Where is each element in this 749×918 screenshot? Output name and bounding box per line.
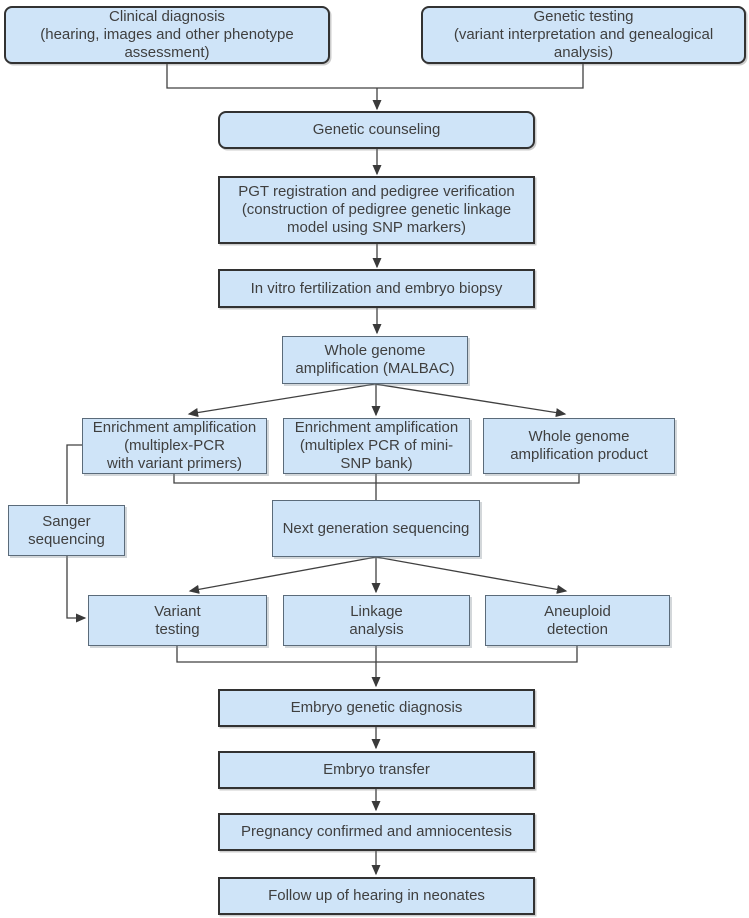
edge-row3-merge	[173, 474, 580, 484]
node-enrichment-variant-primers: Enrichment amplification (multiplex-PCR …	[82, 418, 267, 474]
node-ivf-biopsy: In vitro fertilization and embryo biopsy	[218, 269, 535, 308]
node-pregnancy-amniocentesis-label: Pregnancy confirmed and amniocentesis	[241, 823, 512, 840]
node-clinical-diagnosis: Clinical diagnosis (hearing, images and …	[4, 6, 330, 64]
node-ngs-label: Next generation sequencing	[282, 519, 470, 537]
edge-ngs-left	[188, 556, 377, 594]
node-genetic-testing: Genetic testing (variant interpretation …	[421, 6, 746, 64]
node-wga-malbac: Whole genome amplification (MALBAC)	[282, 336, 468, 384]
node-linkage-analysis: Linkage analysis	[283, 595, 470, 646]
node-genetic-testing-label: Genetic testing (variant interpretation …	[453, 8, 714, 61]
node-pregnancy-amniocentesis: Pregnancy confirmed and amniocentesis	[218, 813, 535, 851]
node-wga-product: Whole genome amplification product	[483, 418, 675, 474]
node-aneuploid-detection-label: Aneuploid detection	[544, 602, 611, 638]
edge-ngs-right	[375, 556, 568, 594]
node-variant-testing: Variant testing	[88, 595, 267, 646]
node-sanger-sequencing-label: Sanger sequencing	[28, 512, 105, 548]
node-pgt-registration-label: PGT registration and pedigree verificati…	[238, 183, 515, 236]
node-embryo-transfer-label: Embryo transfer	[323, 761, 430, 778]
node-genetic-counseling-label: Genetic counseling	[312, 121, 441, 138]
node-genetic-counseling: Genetic counseling	[218, 111, 535, 149]
node-wga-malbac-label: Whole genome amplification (MALBAC)	[295, 342, 455, 377]
node-variant-testing-label: Variant testing	[154, 602, 201, 638]
node-ngs: Next generation sequencing	[272, 500, 480, 557]
node-ivf-biopsy-label: In vitro fertilization and embryo biopsy	[250, 279, 503, 297]
node-enrichment-mini-snp-label: Enrichment amplification (multiplex PCR …	[294, 419, 459, 472]
node-linkage-analysis-label: Linkage analysis	[349, 602, 404, 638]
edge-sanger-variant	[66, 556, 87, 623]
node-pgt-registration: PGT registration and pedigree verificati…	[218, 176, 535, 244]
node-wga-product-label: Whole genome amplification product	[510, 428, 648, 463]
node-embryo-transfer: Embryo transfer	[218, 751, 535, 789]
edge-top-merge	[166, 64, 584, 89]
node-enrichment-variant-primers-label: Enrichment amplification (multiplex-PCR …	[92, 419, 257, 472]
edge-results-merge	[176, 646, 578, 663]
node-enrichment-mini-snp: Enrichment amplification (multiplex PCR …	[283, 418, 470, 474]
node-sanger-sequencing: Sanger sequencing	[8, 505, 125, 556]
node-embryo-genetic-diagnosis-label: Embryo genetic diagnosis	[290, 699, 463, 716]
edge-malbac-right	[374, 383, 567, 418]
node-aneuploid-detection: Aneuploid detection	[485, 595, 670, 646]
node-embryo-genetic-diagnosis: Embryo genetic diagnosis	[218, 689, 535, 727]
edge-enrichleft-sanger	[66, 444, 82, 504]
edge-malbac-left	[187, 383, 376, 418]
node-clinical-diagnosis-label: Clinical diagnosis (hearing, images and …	[40, 8, 294, 61]
node-follow-up-label: Follow up of hearing in neonates	[268, 887, 485, 904]
node-follow-up: Follow up of hearing in neonates	[218, 877, 535, 915]
